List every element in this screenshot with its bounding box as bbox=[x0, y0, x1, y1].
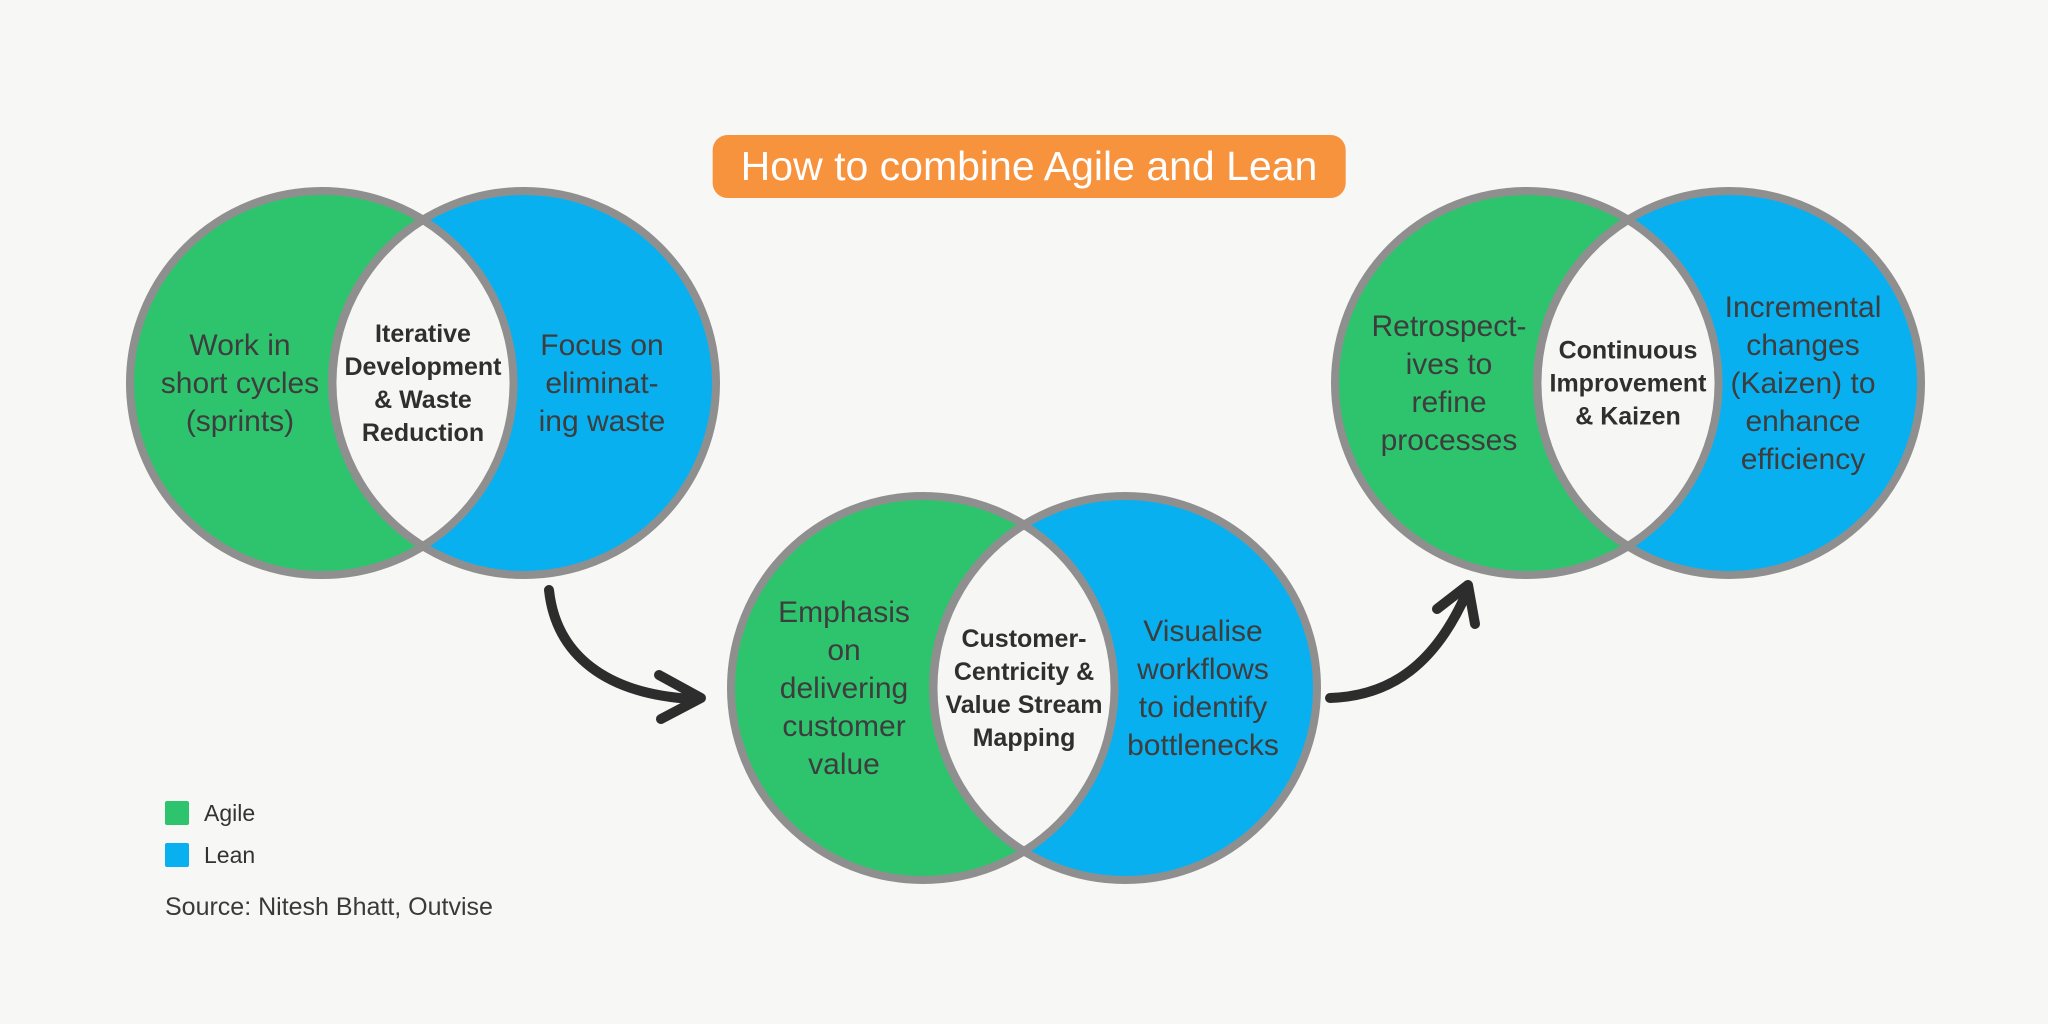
venn-diagram-1 bbox=[126, 187, 720, 579]
legend: Agile Lean bbox=[165, 799, 256, 885]
venn3-agile-label: Retrospect- ives to refine processes bbox=[1371, 310, 1527, 457]
title-text: How to combine Agile and Lean bbox=[740, 143, 1318, 189]
venn3-lean-label: Incremental changes (Kaizen) to enhance … bbox=[1724, 291, 1882, 476]
lean-legend-label: Lean bbox=[204, 841, 256, 868]
venn-diagram-2 bbox=[727, 492, 1321, 884]
venn1-lean-label: Focus on eliminat- ing waste bbox=[538, 329, 666, 438]
source-attribution: Source: Nitesh Bhatt, Outvise bbox=[165, 893, 493, 921]
curved-arrow-2-icon bbox=[1325, 580, 1480, 703]
agile-legend-label: Agile bbox=[204, 799, 256, 826]
venn1-overlap-label: Iterative Development & Waste Reduction bbox=[344, 320, 502, 447]
venn1-agile-label: Work in short cycles (sprints) bbox=[160, 329, 320, 438]
venn3-overlap-label: Continuous Improvement & Kaizen bbox=[1549, 336, 1707, 431]
venn2-overlap-lens bbox=[929, 520, 1119, 856]
legend-item-agile: Agile bbox=[165, 799, 256, 826]
curved-arrow-1-icon bbox=[544, 585, 706, 724]
venn2-overlap-label: Customer- Centricity & Value Stream Mapp… bbox=[945, 625, 1103, 752]
venn2-agile-label: Emphasis on delivering customer value bbox=[778, 596, 910, 781]
venn1-overlap-lens bbox=[328, 215, 518, 551]
venn-diagram-3 bbox=[1331, 187, 1925, 579]
lean-color-swatch bbox=[165, 843, 189, 867]
agile-color-swatch bbox=[165, 801, 189, 825]
title-banner: How to combine Agile and Lean bbox=[712, 135, 1346, 198]
venn3-overlap-lens bbox=[1533, 215, 1723, 551]
venn2-lean-label: Visualise workflows to identify bottlene… bbox=[1127, 615, 1279, 762]
legend-item-lean: Lean bbox=[165, 841, 256, 868]
